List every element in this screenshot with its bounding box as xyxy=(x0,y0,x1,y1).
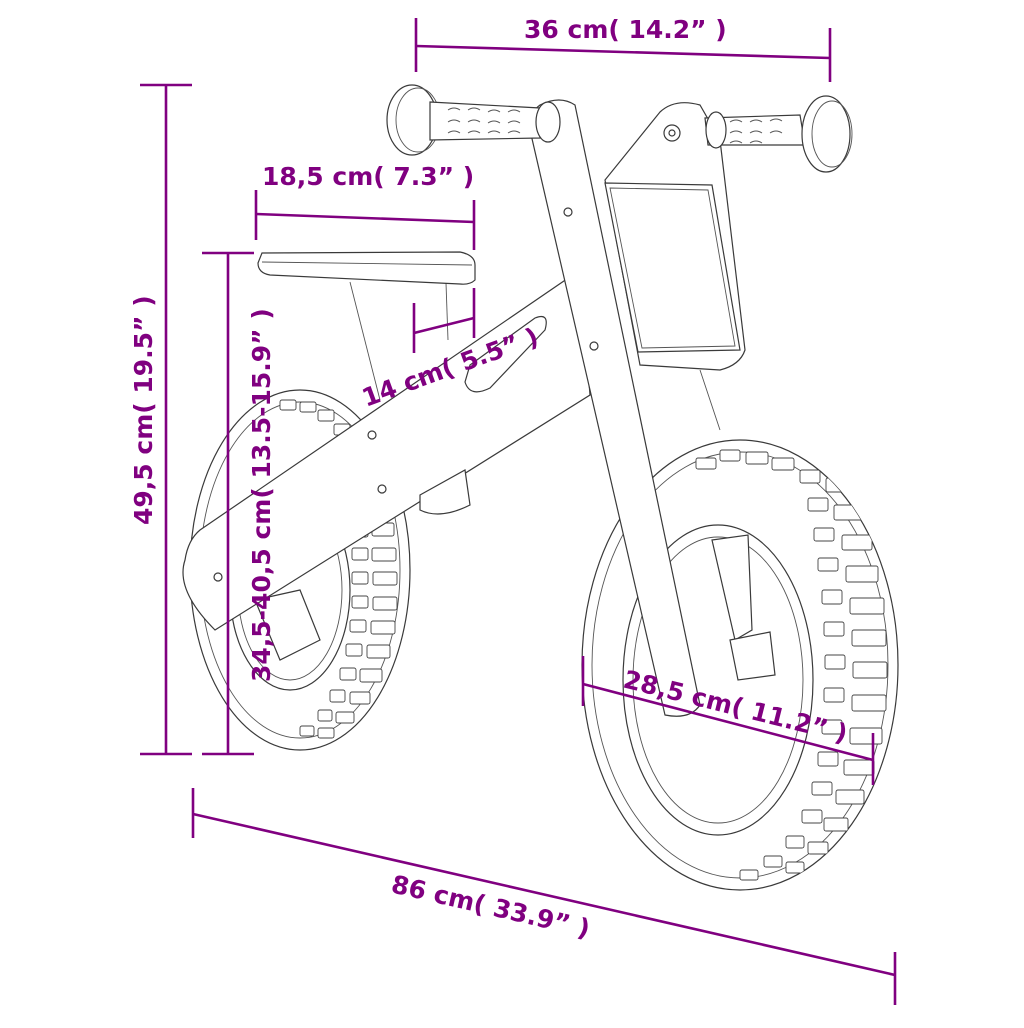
frame-beam xyxy=(182,268,591,631)
label-seat-length: 18,5 cm( 7.3” ) xyxy=(262,162,474,191)
dim-wheel-diameter xyxy=(581,656,875,785)
label-seat-height: 34,5-40,5 cm( 13.5-15.9” ) xyxy=(247,308,276,682)
label-overall-height: 49,5 cm( 19.5” ) xyxy=(129,295,158,525)
dim-seat-height xyxy=(202,251,254,756)
dim-handlebar-width xyxy=(414,18,832,82)
seat xyxy=(257,251,476,401)
handlebar xyxy=(386,84,853,173)
label-overall-length: 86 cm( 33.9” ) xyxy=(389,870,593,944)
label-handlebar-width: 36 cm( 14.2” ) xyxy=(524,15,727,44)
dim-seat-length xyxy=(254,190,476,250)
front-fork xyxy=(529,99,746,717)
dim-overall-height xyxy=(140,83,192,756)
dim-overall-length xyxy=(191,788,897,1005)
bike-drawing xyxy=(182,84,899,891)
dim-seat-post xyxy=(412,288,476,353)
dimension-annotations xyxy=(140,18,897,1005)
